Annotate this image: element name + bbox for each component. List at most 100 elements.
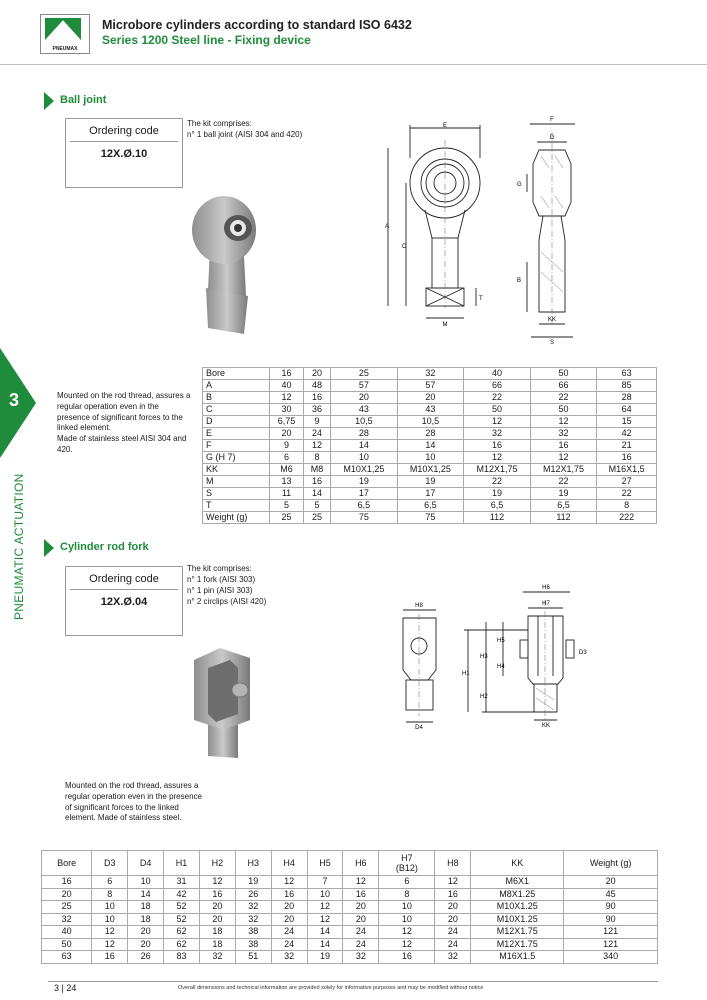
table-cell: 6,5	[463, 499, 531, 512]
table-header-cell: H4	[270, 850, 308, 876]
table-cell: 32	[529, 427, 598, 440]
table-cell: Weight (g)	[201, 511, 271, 524]
table-header-cell: 16	[269, 367, 305, 380]
table-cell: 24	[270, 937, 308, 951]
table-cell: 12	[463, 415, 531, 428]
desc-line: element. Made of stainless steel.	[65, 813, 182, 823]
table-cell: 5	[269, 499, 305, 512]
table-cell: 75	[330, 511, 398, 524]
table-cell: 42	[596, 427, 657, 440]
table-header-cell: H1	[163, 850, 200, 876]
table-cell: 20	[330, 391, 398, 404]
table-cell: M10X1,25	[396, 463, 465, 476]
table-cell: M8X1.25	[470, 887, 565, 901]
table-cell: 40	[40, 925, 93, 939]
table-cell: M16X1.5	[470, 950, 565, 964]
table-cell: 20	[127, 925, 165, 939]
table-cell: 20	[434, 912, 472, 926]
table-cell: 32	[342, 950, 380, 964]
table-cell: 112	[463, 511, 531, 524]
kit-item: n° 1 fork (AISI 303)	[187, 575, 256, 584]
table-cell: 50	[40, 937, 93, 951]
table-cell: 20	[198, 900, 236, 914]
desc-line: regular operation even in the	[57, 401, 159, 411]
table-cell: 121	[563, 937, 658, 951]
table-cell: 9	[269, 439, 305, 452]
label-H5: H5	[497, 638, 505, 644]
rod-fork-kit: The kit comprises: n° 1 fork (AISI 303) …	[187, 563, 266, 607]
table-header-cell: 25	[330, 367, 398, 380]
table-cell: 10	[127, 875, 165, 889]
table-cell: 43	[330, 403, 398, 416]
table-cell: 112	[529, 511, 598, 524]
table-header-cell: H7(B12)	[378, 850, 436, 876]
section-marker-icon	[44, 539, 54, 557]
table-cell: 10	[396, 451, 465, 464]
section-marker-icon	[44, 92, 54, 110]
table-cell: M10X1.25	[470, 900, 565, 914]
table-cell: 10,5	[396, 415, 465, 428]
label-C: C	[402, 244, 407, 250]
table-cell: 66	[529, 379, 598, 392]
table-cell: KK	[201, 463, 271, 476]
table-header-cell: 20	[303, 367, 332, 380]
table-cell: 6,75	[269, 415, 305, 428]
ball-joint-title: Ball joint	[60, 94, 107, 106]
table-cell: 16	[529, 439, 598, 452]
table-header-cell: H5	[306, 850, 344, 876]
table-cell: 12	[378, 937, 436, 951]
table-cell: 222	[596, 511, 657, 524]
desc-line: 420.	[57, 444, 73, 454]
table-cell: 24	[434, 937, 472, 951]
table-cell: 24	[434, 925, 472, 939]
label-H4: H4	[497, 664, 505, 670]
ball-joint-side-drawing: F D G B KK S	[517, 117, 575, 346]
ball-joint-kit: The kit comprises: n° 1 ball joint (AISI…	[187, 118, 302, 140]
table-cell: 24	[270, 925, 308, 939]
table-cell: 12	[529, 415, 598, 428]
table-cell: M12X1.75	[470, 925, 565, 939]
header-h7-sub-line: (B12)	[395, 863, 418, 873]
ordering-code-label: Ordering code	[70, 567, 178, 590]
table-cell: C	[201, 403, 271, 416]
page-number: 3 | 24	[54, 983, 77, 993]
label-KK: KK	[548, 317, 556, 323]
table-cell: 8	[303, 451, 332, 464]
table-cell: 10	[306, 887, 344, 901]
label-D4: D4	[415, 725, 423, 731]
table-cell: M12X1.75	[470, 937, 565, 951]
kit-item: n° 1 pin (AISI 303)	[187, 586, 253, 595]
table-cell: 25	[40, 900, 93, 914]
table-cell: B	[201, 391, 271, 404]
table-cell: 50	[463, 403, 531, 416]
table-cell: 8	[596, 499, 657, 512]
table-cell: 19	[463, 487, 531, 500]
table-cell: 64	[596, 403, 657, 416]
table-cell: 15	[596, 415, 657, 428]
table-cell: M12X1,75	[463, 463, 531, 476]
chapter-number: 3	[9, 390, 20, 410]
table-cell: 26	[127, 950, 165, 964]
table-cell: 40	[269, 379, 305, 392]
table-cell: S	[201, 487, 271, 500]
table-cell: 16	[378, 950, 436, 964]
ordering-code-label: Ordering code	[70, 119, 178, 142]
table-cell: 10	[378, 912, 436, 926]
table-cell: 52	[163, 912, 200, 926]
table-cell: 14	[303, 487, 332, 500]
table-cell: 10	[91, 912, 129, 926]
table-cell: 16	[270, 887, 308, 901]
table-cell: 17	[330, 487, 398, 500]
